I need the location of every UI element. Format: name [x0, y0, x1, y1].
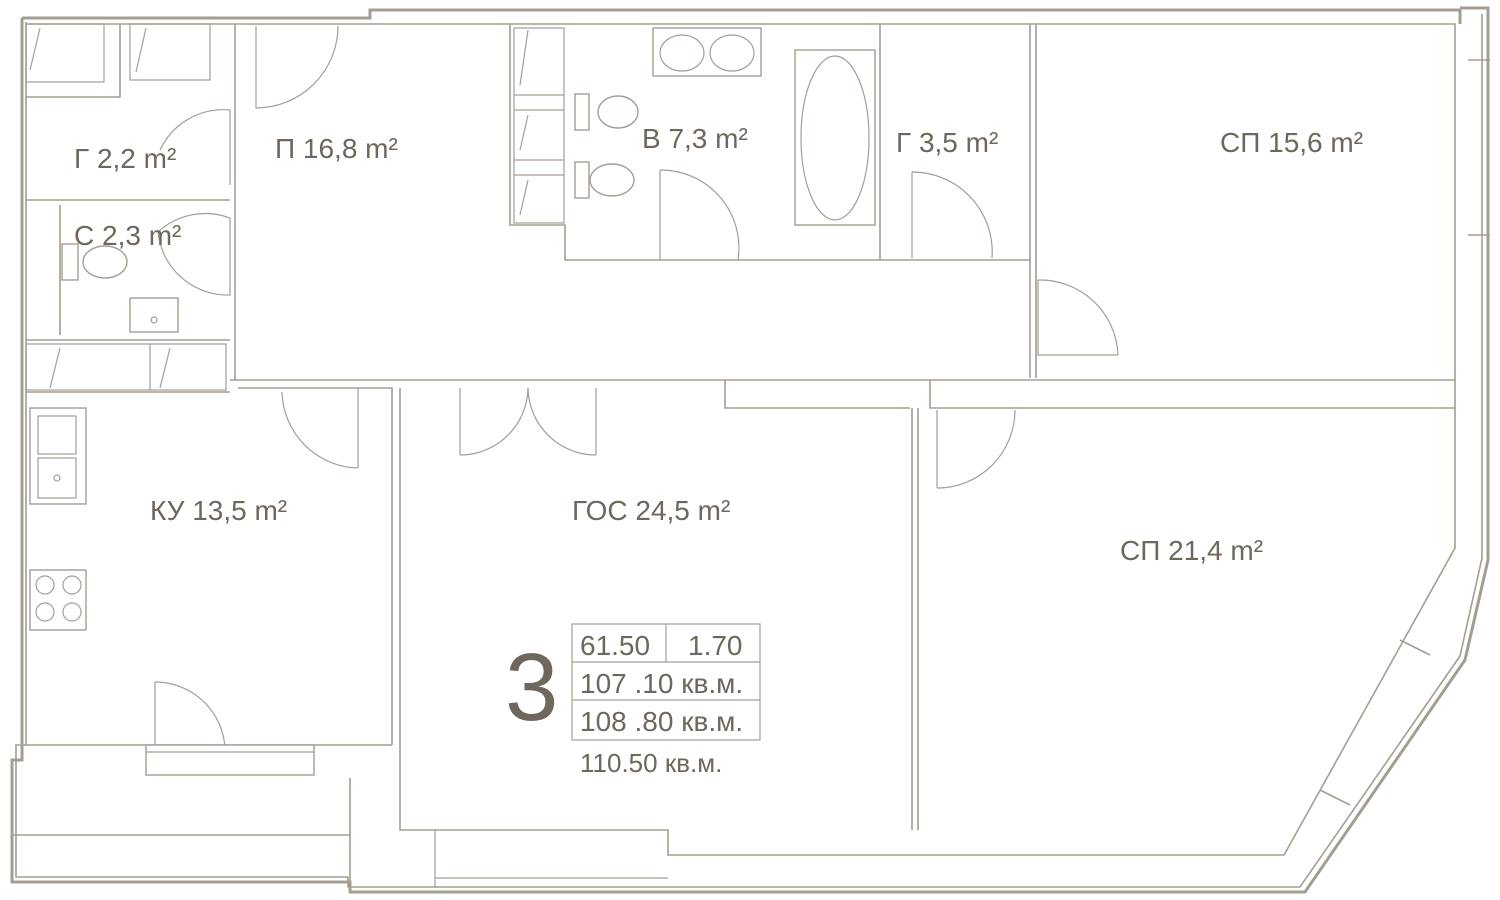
bathroom-fixtures	[61, 27, 876, 333]
outer-walls	[10, 6, 1490, 894]
room-labels: П 16,8 m² Г 2,2 m² С 2,3 m² В 7,3 m² Г 3…	[74, 123, 1363, 566]
room-label-living: ГОС 24,5 m²	[572, 495, 730, 526]
total-area-value: 107 .10 кв.м.	[580, 668, 743, 699]
interior-walls	[26, 24, 1455, 830]
room-label-wardrobe-small: Г 2,2 m²	[74, 143, 176, 174]
room-label-wardrobe: Г 3,5 m²	[896, 127, 998, 158]
storage-cabinets	[25, 23, 565, 391]
room-label-kitchen: КУ 13,5 m²	[150, 495, 287, 526]
apartment-info: 3 61.50 1.70 107 .10 кв.м. 108 .80 кв.м.…	[505, 623, 761, 778]
living-area-value: 61.50	[580, 630, 650, 661]
full-area-value: 110.50 кв.м.	[580, 748, 722, 778]
room-label-bedroom-2: СП 21,4 m²	[1120, 535, 1263, 566]
doors	[145, 25, 1119, 776]
room-label-bathroom: В 7,3 m²	[642, 123, 748, 154]
area-with-loggia-value: 108 .80 кв.м.	[580, 706, 743, 737]
room-label-hall: П 16,8 m²	[275, 133, 398, 164]
kitchen-fixtures	[29, 407, 87, 631]
room-label-wc: С 2,3 m²	[74, 220, 181, 251]
room-label-bedroom-1: СП 15,6 m²	[1220, 127, 1363, 158]
ceiling-value: 1.70	[688, 630, 743, 661]
rooms-count: 3	[505, 634, 558, 741]
